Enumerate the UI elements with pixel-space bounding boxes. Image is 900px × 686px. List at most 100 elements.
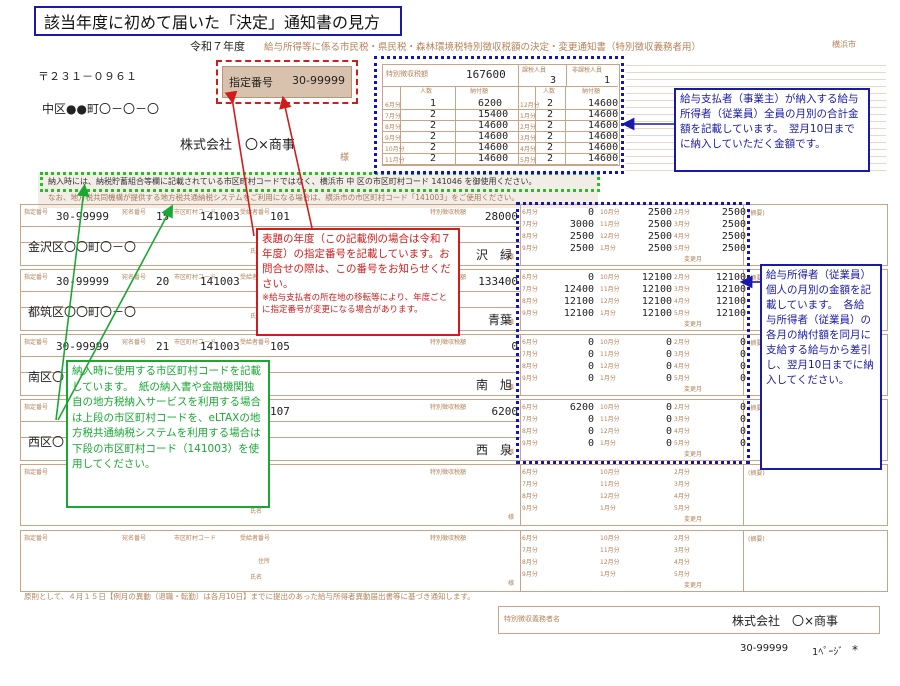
change-month-label: 変更月 — [684, 386, 703, 393]
red-callout-text: 表題の年度（この記載例の場合は令和７年度）の指定番号を記載しています。お問合せの… — [262, 233, 451, 290]
designation-label: 指定番号 — [229, 76, 273, 89]
month-label: 10月分 — [600, 469, 620, 476]
month-label: 5月分 — [674, 505, 690, 512]
employee-tax: 0 — [511, 340, 518, 353]
summary-month-amount-2: 14600 — [588, 131, 619, 142]
month-amount: 2500 — [647, 243, 672, 254]
month-label: 1月分 — [600, 505, 616, 512]
month-label: 9月分 — [522, 375, 538, 382]
month-amount: 12100 — [715, 284, 746, 295]
employee-designation: 30-99999 — [56, 210, 109, 223]
month-label: 2月分 — [674, 209, 690, 216]
green-arrow-1 — [55, 183, 90, 421]
month-amount: 0 — [665, 414, 672, 425]
month-label: 2月分 — [674, 339, 690, 346]
nontax-value: 1 — [604, 75, 611, 86]
summary-month-label-2: 2月分 — [520, 124, 536, 131]
employee-name: 青葉 — [487, 313, 512, 327]
summary-month-people-2: 2 — [547, 109, 554, 120]
month-label: 2月分 — [674, 469, 690, 476]
document-title: 給与所得等に係る市民税・県民税・森林環境税特別徴収税額の決定・変更通知書（特別徴… — [264, 42, 702, 53]
month-amount: 0 — [587, 337, 594, 348]
month-label: 1月分 — [600, 310, 616, 317]
designation-label: 指定番号 — [24, 274, 49, 281]
remarks-label: (摘要) — [748, 536, 765, 543]
special-tax-amount: 167600 — [466, 68, 506, 81]
summary-month-people: 2 — [430, 131, 437, 142]
sama-label: 様 — [508, 384, 515, 391]
month-label: 7月分 — [522, 481, 538, 488]
monthly-grid — [520, 399, 744, 461]
employee-recipient: 107 — [270, 405, 290, 418]
month-amount: 0 — [665, 426, 672, 437]
monthly-grid — [520, 269, 744, 331]
summary-month-people: 2 — [430, 120, 437, 131]
page-number: 1ﾍﾟｰｼﾞ — [812, 647, 844, 658]
month-label: 11月分 — [600, 481, 620, 488]
guide-title-box — [34, 6, 402, 36]
blue-top-callout-text: 給与支払者（事業主）が納入する給与所得者（従業員）全員の月別の合計金額を記載して… — [680, 93, 859, 150]
month-label: 3月分 — [674, 221, 690, 228]
summary-month-amount: 14600 — [478, 131, 509, 142]
summary-month-people-2: 2 — [547, 142, 554, 153]
address-label: 住所 — [258, 558, 271, 565]
red-callout — [256, 228, 460, 336]
month-label: 5月分 — [674, 440, 690, 447]
month-amount: 0 — [739, 373, 746, 384]
city-code-label: 市区町村コード — [174, 339, 217, 346]
special-tax-label: 特別徴収税額 — [386, 70, 428, 78]
summary-month-amount-2: 14600 — [588, 142, 619, 153]
month-amount: 0 — [665, 402, 672, 413]
month-label: 11月分 — [600, 547, 620, 554]
month-label: 6月分 — [522, 274, 538, 281]
month-amount: 0 — [665, 361, 672, 372]
red-arrow-2 — [279, 95, 313, 229]
special-tax-label: 特別徴収税額 — [430, 339, 467, 346]
sama-label: 様 — [508, 514, 515, 521]
blue-mid-callout-text: 給与所得者（従業員）個人の月別の金額を記載しています。 各給与所得者（従業員）の… — [766, 269, 874, 386]
monthly-grid — [520, 334, 744, 396]
month-label: 8月分 — [522, 428, 538, 435]
month-label: 12月分 — [600, 233, 620, 240]
designation-label: 指定番号 — [24, 469, 49, 476]
remarks-label: (摘要) — [748, 470, 765, 477]
month-amount: 2500 — [569, 243, 594, 254]
red-callout-note: ※給与支払者の所在地の移転等により、年度ごとに指定番号が変更になる場合があります… — [262, 293, 448, 315]
name-label: 氏名 — [250, 508, 263, 515]
summary-month-people-2: 2 — [547, 98, 554, 109]
month-amount: 0 — [587, 414, 594, 425]
name-label: 氏名 — [250, 574, 263, 581]
summary-month-label-2: 1月分 — [520, 113, 536, 120]
summary-month-people: 1 — [430, 98, 437, 109]
month-amount: 12100 — [641, 308, 672, 319]
recipient-label: 受給者番号 — [240, 274, 271, 281]
summary-month-amount-2: 14600 — [588, 153, 619, 164]
special-tax-label: 特別徴収税額 — [430, 209, 467, 216]
summary-month-people-2: 2 — [547, 153, 554, 164]
month-amount: 2500 — [721, 231, 746, 242]
month-label: 3月分 — [674, 286, 690, 293]
employee-tax: 28000 — [484, 210, 518, 223]
month-label: 10月分 — [600, 274, 620, 281]
month-amount: 0 — [665, 337, 672, 348]
special-tax-label: 特別徴収税額 — [430, 535, 467, 542]
change-month-label: 変更月 — [684, 451, 703, 458]
summary-month-label-2: 3月分 — [520, 135, 536, 142]
month-label: 9月分 — [522, 505, 538, 512]
remarks-label: (摘要) — [748, 275, 765, 282]
summary-highlight — [374, 56, 624, 174]
summary-month-label: 10月分 — [385, 146, 405, 153]
special-tax-label: 特別徴収税額 — [430, 469, 467, 476]
month-amount: 0 — [587, 272, 594, 283]
summary-month-people: 2 — [430, 153, 437, 164]
month-amount: 0 — [587, 349, 594, 360]
month-label: 2月分 — [674, 404, 690, 411]
employee-tax: 133400 — [478, 275, 518, 288]
month-label: 1月分 — [600, 245, 616, 252]
obligor-name: 株式会社 〇×商事 — [732, 614, 839, 628]
month-amount: 2500 — [721, 219, 746, 230]
summary-table — [382, 64, 620, 166]
month-amount: 0 — [587, 426, 594, 437]
month-label: 1月分 — [600, 440, 616, 447]
